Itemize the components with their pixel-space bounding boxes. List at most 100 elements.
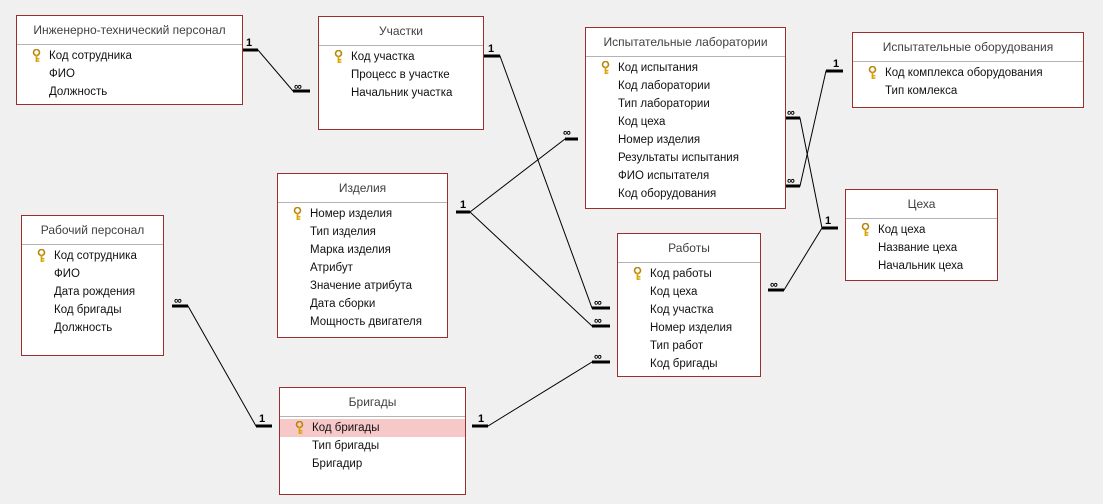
table-field[interactable]: ФИО испытателя [586,167,785,185]
table-field[interactable]: Процесс в участке [319,66,483,84]
table-field[interactable]: Тип комлекса [853,82,1083,100]
field-label: Марка изделия [310,244,391,256]
table-field[interactable]: Тип работ [618,337,760,355]
table-field[interactable]: Номер изделия [618,319,760,337]
table-field[interactable]: Должность [22,319,163,337]
field-label: Код сотрудника [49,50,132,62]
relationship-line-brigady-raboty [472,361,610,427]
table-equip[interactable]: Испытательные оборудования Код комплекса… [852,32,1084,108]
field-label: Дата рождения [54,286,136,298]
primary-key-field[interactable]: Код участка [319,48,483,66]
cardinality-one: 1 [825,215,831,227]
field-label: Тип работ [650,340,704,352]
field-label: Должность [49,86,108,98]
field-label: Номер изделия [618,134,701,146]
cardinality-many: ∞ [594,351,602,363]
cardinality-one: 1 [488,43,494,55]
field-label: Тип бригады [312,440,380,452]
table-field[interactable]: Название цеха [846,239,997,257]
table-field[interactable]: Код бригады [618,355,760,373]
table-field[interactable]: Результаты испытания [586,149,785,167]
table-field[interactable]: Начальник цеха [846,257,997,275]
relationship-line-rabochiy-brigady [172,305,272,427]
table-field[interactable]: Марка изделия [278,241,447,259]
table-field[interactable]: Код цеха [586,113,785,131]
cardinality-many: ∞ [174,295,182,307]
table-field[interactable]: Тип изделия [278,223,447,241]
table-title[interactable]: Участки [319,17,483,46]
table-field[interactable]: Атрибут [278,259,447,277]
table-field[interactable]: Должность [17,83,242,101]
field-label: Код комплекса оборудования [885,67,1043,79]
field-label: Процесс в участке [351,69,450,81]
table-field[interactable]: Код цеха [618,283,760,301]
field-label: Код лаборатории [618,80,711,92]
table-field[interactable]: Номер изделия [586,131,785,149]
table-field[interactable]: Код участка [618,301,760,319]
key-icon [633,266,642,281]
cardinality-many: ∞ [294,81,302,93]
relationship-line-izdeliya-raboty [456,211,610,327]
table-title[interactable]: Испытательные лаборатории [586,28,785,57]
table-field[interactable]: ФИО [17,65,242,83]
table-field[interactable]: Значение атрибута [278,277,447,295]
cardinality-one: 1 [246,37,252,49]
primary-key-field[interactable]: Код бригады [280,419,465,437]
table-title[interactable]: Инженерно-технический персонал [17,16,242,45]
cardinality-many: ∞ [594,315,602,327]
field-label: Код бригады [54,304,122,316]
table-field[interactable]: Бригадир [280,455,465,473]
cardinality-many: ∞ [770,279,778,291]
primary-key-field[interactable]: Номер изделия [278,205,447,223]
primary-key-field[interactable]: Код комплекса оборудования [853,64,1083,82]
primary-key-field[interactable]: Код испытания [586,59,785,77]
table-title[interactable]: Бригады [280,388,465,417]
table-field[interactable]: Код лаборатории [586,77,785,95]
table-field[interactable]: ФИО [22,265,163,283]
table-field[interactable]: Мощность двигателя [278,313,447,331]
relationship-line-izdeliya-labs [456,138,578,213]
primary-key-field[interactable]: Код цеха [846,221,997,239]
cardinality-one: 1 [478,413,484,425]
table-field[interactable]: Код оборудования [586,185,785,203]
table-field[interactable]: Дата сборки [278,295,447,313]
table-field[interactable]: Код бригады [22,301,163,319]
field-label: Тип изделия [310,226,376,238]
table-title[interactable]: Цеха [846,190,997,219]
table-title[interactable]: Испытательные оборудования [853,33,1083,62]
table-itp[interactable]: Инженерно-технический персонал Код сотру… [16,15,243,105]
key-icon [293,206,302,221]
field-label: ФИО [49,68,75,80]
primary-key-field[interactable]: Код сотрудника [22,247,163,265]
primary-key-field[interactable]: Код работы [618,265,760,283]
field-label: Код оборудования [618,188,717,200]
relationship-line-labs-equip [786,70,843,187]
cardinality-many: ∞ [787,175,795,187]
table-title[interactable]: Изделия [278,174,447,203]
table-field[interactable]: Дата рождения [22,283,163,301]
primary-key-field[interactable]: Код сотрудника [17,47,242,65]
field-label: Код бригады [650,358,718,370]
field-label: Код участка [351,51,415,63]
table-field[interactable]: Тип лаборатории [586,95,785,113]
table-field[interactable]: Тип бригады [280,437,465,455]
table-title[interactable]: Работы [618,234,760,263]
field-label: Код цеха [878,224,926,236]
cardinality-one: 1 [833,58,839,70]
table-title[interactable]: Рабочий персонал [22,216,163,245]
table-field[interactable]: Начальник участка [319,84,483,102]
